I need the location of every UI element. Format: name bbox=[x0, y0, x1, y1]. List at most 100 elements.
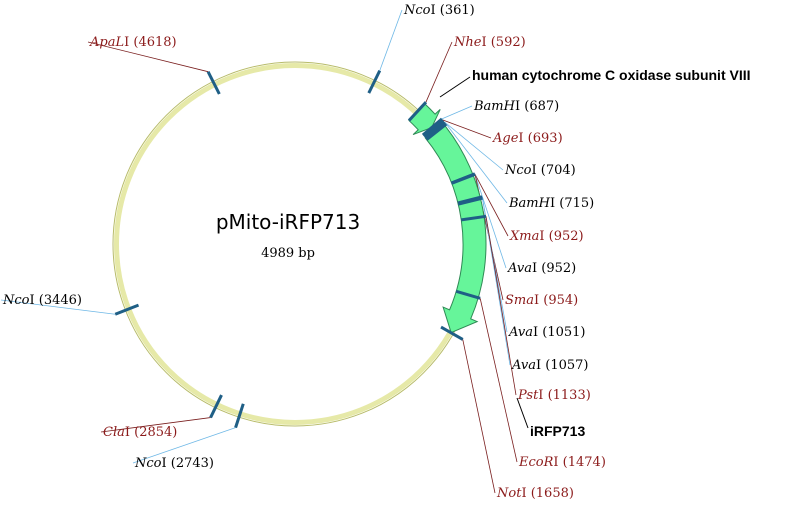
cut-tick-17 bbox=[206, 71, 221, 95]
leader-15 bbox=[100, 417, 211, 433]
cut-site-labels: NcoI (361)NheI (592)BamHI (687)AgeI (693… bbox=[2, 3, 606, 501]
cut-tick-8 bbox=[451, 172, 476, 185]
site-position-14: (2743) bbox=[167, 456, 214, 471]
cut-tick-10 bbox=[457, 196, 483, 206]
site-name-3: Age bbox=[492, 131, 519, 146]
site-position-8: (954) bbox=[539, 293, 578, 308]
site-position-3: (693) bbox=[524, 131, 563, 146]
site-name-15: Cla bbox=[103, 425, 125, 440]
site-label-8: SmaI (954) bbox=[505, 293, 578, 308]
site-roman-4: I bbox=[531, 163, 536, 178]
site-label-9: AvaI (1051) bbox=[508, 325, 585, 340]
site-roman-16: I bbox=[29, 293, 34, 308]
site-position-4: (704) bbox=[537, 163, 576, 178]
leader-16 bbox=[0, 299, 116, 315]
feature-leader-cox8 bbox=[439, 76, 471, 98]
leader-lines bbox=[0, 9, 518, 494]
cut-tick-5 bbox=[425, 122, 448, 141]
plasmid-name: pMito-iRFP713 bbox=[216, 210, 360, 234]
site-name-13: Not bbox=[496, 486, 522, 501]
leader-13 bbox=[462, 339, 496, 494]
leader-10 bbox=[482, 198, 511, 366]
site-roman-5: I bbox=[550, 196, 555, 211]
site-position-0: (361) bbox=[436, 3, 475, 18]
site-position-2: (687) bbox=[520, 99, 559, 114]
site-roman-15: I bbox=[125, 425, 130, 440]
leader-6 bbox=[474, 173, 509, 237]
site-roman-8: I bbox=[534, 293, 539, 308]
feature-label-irfp713: iRFP713 bbox=[530, 423, 585, 439]
site-label-10: AvaI (1057) bbox=[511, 358, 588, 373]
leader-14 bbox=[132, 427, 236, 464]
cut-tick-13 bbox=[440, 325, 464, 341]
site-name-12: EcoR bbox=[518, 455, 554, 470]
site-label-13: NotI (1658) bbox=[496, 486, 574, 501]
site-roman-14: I bbox=[161, 456, 166, 471]
site-name-6: Xma bbox=[509, 229, 539, 244]
feature-arrow-1 bbox=[424, 122, 487, 334]
feature-leader-irfp713 bbox=[516, 397, 529, 429]
site-label-17: ApaLI (4618) bbox=[89, 35, 177, 50]
site-label-15: ClaI (2854) bbox=[103, 425, 177, 440]
leader-0 bbox=[379, 9, 403, 71]
leader-5 bbox=[445, 123, 508, 204]
leader-7 bbox=[474, 173, 507, 269]
site-name-1: Nhe bbox=[453, 35, 482, 50]
site-position-16: (3446) bbox=[35, 293, 82, 308]
feature-arrow-0 bbox=[408, 102, 441, 136]
site-position-10: (1057) bbox=[541, 358, 588, 373]
site-roman-7: I bbox=[532, 261, 537, 276]
leader-3 bbox=[442, 119, 492, 139]
site-label-7: AvaI (952) bbox=[507, 261, 576, 276]
site-roman-17: I bbox=[124, 35, 129, 50]
site-name-14: Nco bbox=[134, 456, 162, 471]
site-name-17: ApaL bbox=[89, 35, 124, 50]
site-position-12: (1474) bbox=[559, 455, 606, 470]
site-position-5: (715) bbox=[555, 196, 594, 211]
site-label-0: NcoI (361) bbox=[403, 3, 475, 18]
site-position-13: (1658) bbox=[527, 486, 574, 501]
site-name-0: Nco bbox=[403, 3, 431, 18]
site-roman-0: I bbox=[430, 3, 435, 18]
site-label-3: AgeI (693) bbox=[492, 131, 563, 146]
leader-2 bbox=[441, 105, 473, 120]
cut-tick-12 bbox=[455, 289, 481, 300]
cut-tick-3 bbox=[422, 118, 444, 138]
site-name-4: Nco bbox=[504, 163, 532, 178]
site-label-6: XmaI (952) bbox=[509, 229, 584, 244]
site-label-11: PstI (1133) bbox=[517, 388, 591, 403]
leader-17 bbox=[87, 41, 209, 73]
leader-11 bbox=[485, 216, 517, 396]
site-position-17: (4618) bbox=[129, 35, 176, 50]
cut-tick-4 bbox=[424, 120, 446, 139]
site-roman-3: I bbox=[518, 131, 523, 146]
feature-label-cox8: human cytochrome C oxidase subunit VIII bbox=[472, 67, 751, 83]
cut-tick-0 bbox=[367, 69, 382, 94]
cut-site-ticks bbox=[114, 69, 487, 429]
cut-tick-14 bbox=[234, 403, 245, 429]
site-roman-9: I bbox=[533, 325, 538, 340]
plasmid-size: 4989 bp bbox=[261, 246, 315, 261]
leader-12 bbox=[479, 298, 518, 463]
site-position-6: (952) bbox=[544, 229, 583, 244]
site-roman-6: I bbox=[539, 229, 544, 244]
site-roman-10: I bbox=[536, 358, 541, 373]
site-name-8: Sma bbox=[505, 293, 534, 308]
leader-4 bbox=[444, 121, 504, 171]
site-label-14: NcoI (2743) bbox=[134, 456, 214, 471]
leader-1 bbox=[425, 41, 453, 103]
site-label-2: BamHI (687) bbox=[473, 99, 559, 114]
site-label-5: BamHI (715) bbox=[508, 196, 594, 211]
site-name-16: Nco bbox=[2, 293, 30, 308]
site-roman-2: I bbox=[515, 99, 520, 114]
cut-tick-11 bbox=[461, 214, 487, 222]
site-label-16: NcoI (3446) bbox=[2, 293, 82, 308]
site-name-10: Ava bbox=[511, 358, 536, 373]
cut-tick-15 bbox=[209, 394, 223, 419]
site-label-12: EcoRI (1474) bbox=[518, 455, 606, 470]
site-label-1: NheI (592) bbox=[453, 35, 526, 50]
site-roman-1: I bbox=[481, 35, 486, 50]
site-position-11: (1133) bbox=[543, 388, 590, 403]
site-position-15: (2854) bbox=[130, 425, 177, 440]
